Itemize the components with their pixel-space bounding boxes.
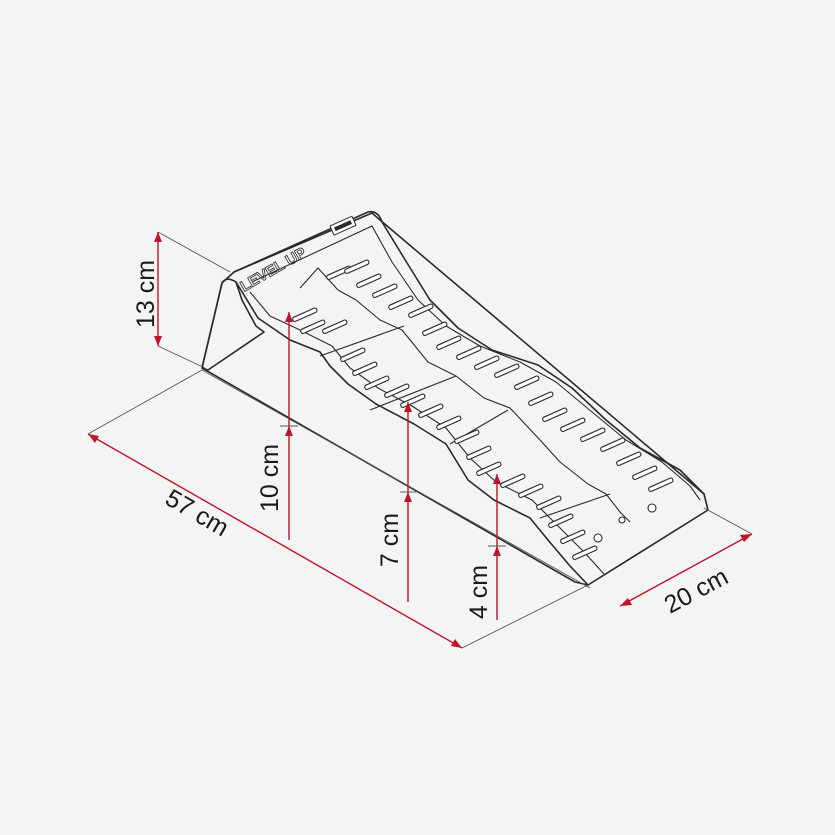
ramp-hole-2	[647, 503, 657, 513]
ramp-center-divider	[299, 267, 631, 523]
dim-step-low: 4 cm	[465, 474, 506, 620]
tread-slots-far	[326, 259, 674, 493]
dim-step-mid: 7 cm	[376, 402, 416, 602]
label-length: 57 cm	[161, 484, 234, 542]
ramp-hole-1	[593, 533, 603, 543]
label-step-mid: 7 cm	[376, 513, 404, 567]
ext-line-base-left	[87, 369, 203, 435]
ramp-illustration: LEVEL UP	[201, 210, 709, 586]
ext-line-base-front	[201, 369, 591, 589]
label-step-low: 4 cm	[465, 565, 493, 619]
label-width: 20 cm	[660, 563, 733, 620]
brand-logo-icon	[329, 215, 357, 236]
dim-step-high: 10 cm	[256, 312, 298, 540]
product-marking: LEVEL UP	[238, 244, 310, 295]
ext-line-base-right	[461, 584, 589, 649]
ramp-end-face	[201, 278, 265, 371]
ramp-front-rim	[235, 281, 589, 586]
ext-line-width-right	[703, 507, 753, 535]
dim-height-max: 13 cm	[132, 232, 162, 346]
tread-slots-near	[292, 307, 598, 561]
step-line-1	[319, 325, 405, 357]
label-height-max: 13 cm	[132, 260, 160, 328]
ramp-inner-rail-far	[251, 225, 701, 501]
ramp-top-rim	[233, 210, 705, 495]
ext-line-bottom-left	[157, 345, 206, 369]
dimension-annotations: 13 cm 57 cm 20 cm 10 cm	[87, 231, 753, 649]
ext-line-top	[157, 231, 231, 273]
step-line-4	[539, 493, 611, 519]
step-line-2	[369, 375, 457, 411]
ramp-hole-3	[618, 516, 626, 524]
dim-width: 20 cm	[619, 533, 753, 620]
label-step-high: 10 cm	[256, 444, 284, 512]
